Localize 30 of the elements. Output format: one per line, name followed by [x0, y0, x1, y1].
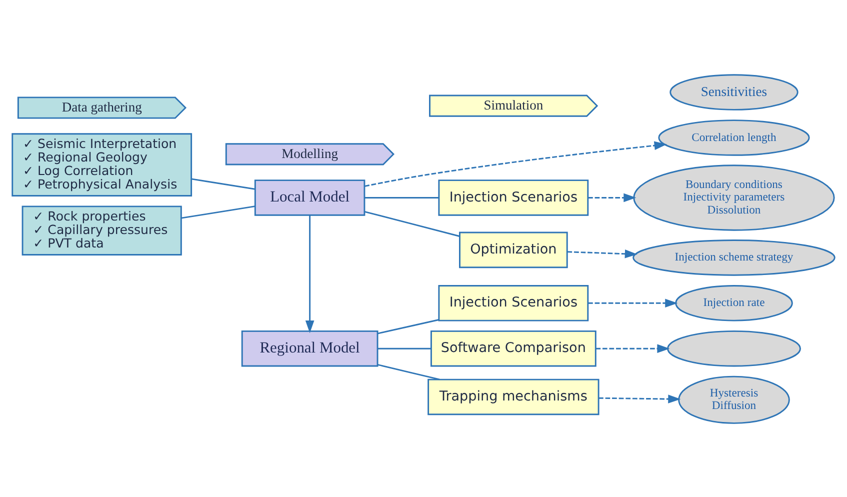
node-box: Injection Scenarios	[438, 284, 589, 321]
node-ellipse: Boundary conditions Injectivity parameters Dissolution	[633, 164, 835, 230]
connector	[378, 318, 439, 334]
node-box: Local Model	[254, 179, 366, 216]
connector	[364, 210, 460, 236]
connector	[364, 196, 439, 198]
node-box: Trapping mechanisms	[428, 378, 600, 415]
arrow	[588, 298, 678, 308]
node-box: Software Comparison	[430, 330, 596, 366]
arrow	[588, 192, 636, 202]
arrow	[364, 140, 667, 186]
node-ellipse: Correlation length	[658, 119, 810, 156]
node-ellipse: Injection rate	[675, 284, 793, 321]
arrow	[598, 394, 681, 403]
node-box: Regional Model	[241, 330, 378, 366]
arrow	[305, 214, 314, 333]
connector	[181, 205, 255, 218]
node-box: Injection Scenarios	[438, 179, 589, 216]
node-box: ✓ Rock properties ✓ Capillary pressures ✓ PVT data	[22, 205, 182, 255]
connector	[378, 347, 432, 349]
node-ellipse: Injection scheme strategy	[632, 239, 836, 276]
arrow	[596, 344, 670, 353]
node-ellipse	[667, 330, 801, 366]
arrow	[567, 248, 638, 258]
connector	[377, 363, 440, 380]
node-ellipse: Hysteresis Diffusion	[678, 375, 790, 424]
node-box: Optimization	[459, 231, 568, 268]
node-ellipse: Sensitivities	[670, 74, 798, 110]
connector	[191, 178, 256, 190]
node-box: ✓ Seismic Interpretation ✓ Regional Geology ✓ Log Correlation ✓ Petrophysical Analysis	[12, 132, 192, 196]
